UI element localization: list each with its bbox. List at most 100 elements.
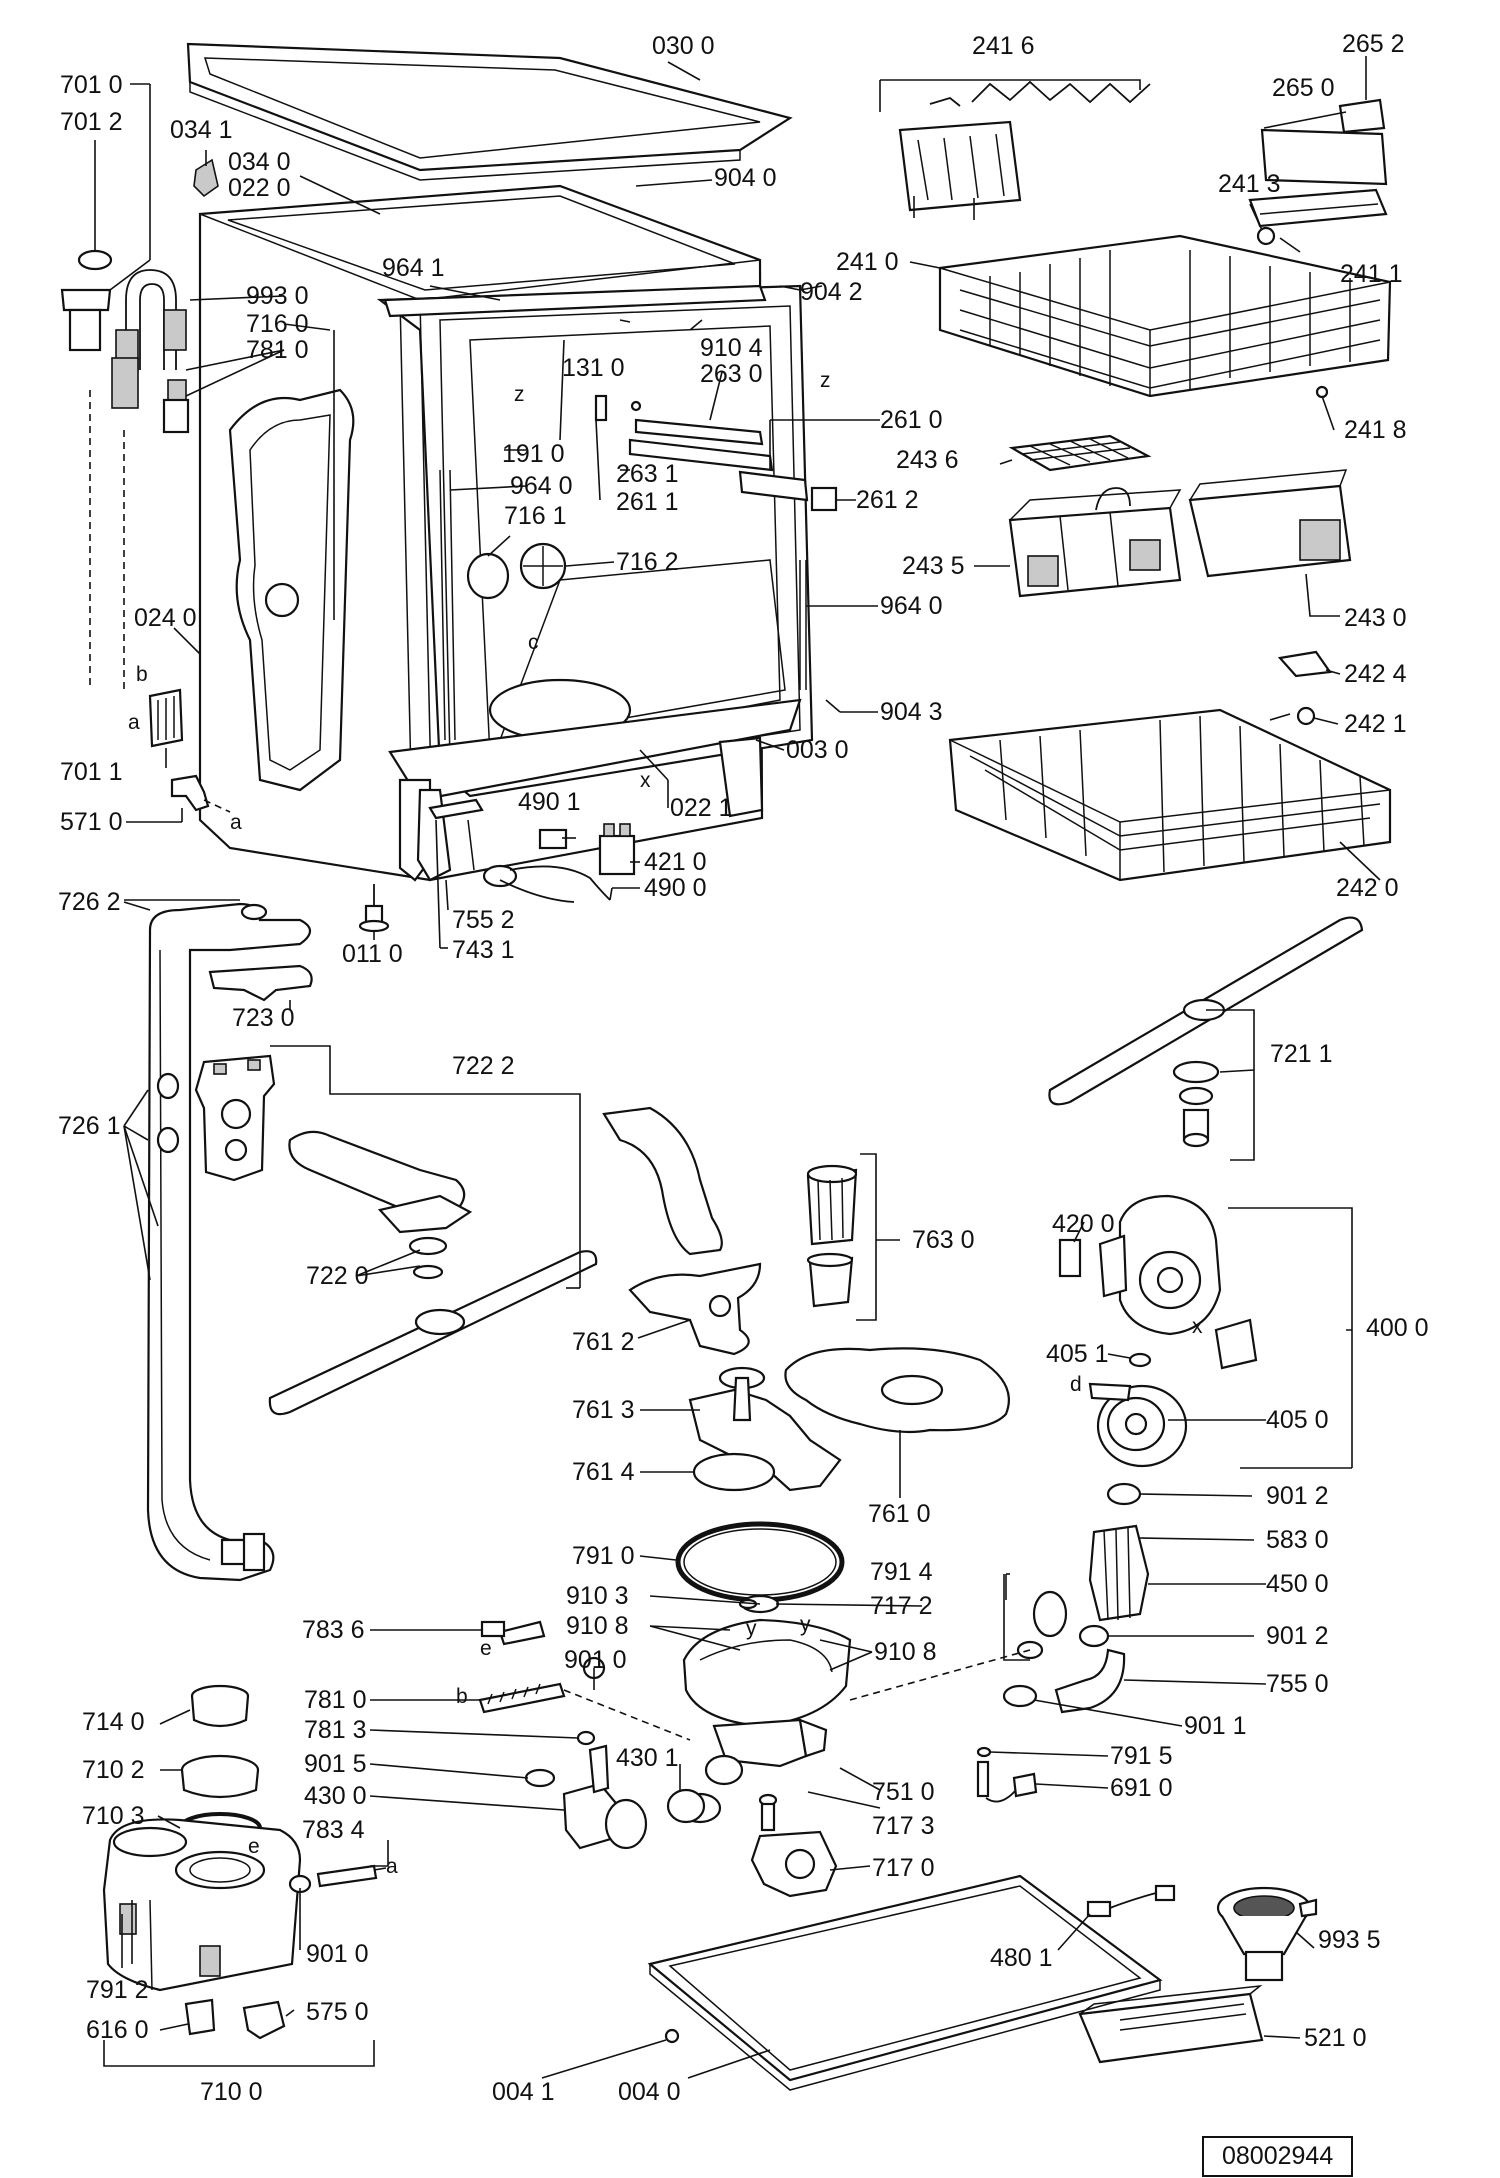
part-label: 710 2: [82, 1756, 145, 1784]
part-label: 722 2: [452, 1052, 515, 1080]
filter-part: [806, 1164, 858, 1308]
part-label: 241 6: [972, 32, 1035, 60]
cutlery-holder-part: [1188, 469, 1352, 578]
part-label: 716 1: [504, 502, 567, 530]
upper-spray-arm-part: [1048, 916, 1364, 1148]
part-label: 490 1: [518, 788, 581, 816]
part-label: 791 2: [86, 1976, 149, 2004]
part-label: 701 2: [60, 108, 123, 136]
part-label: 430 0: [304, 1782, 367, 1810]
part-label: 993 5: [1318, 1926, 1381, 1954]
part-label: 241 8: [1344, 416, 1407, 444]
connection-marker: z: [514, 383, 525, 406]
part-label: 003 0: [786, 736, 849, 764]
middle-spray-arm-part: [268, 1130, 598, 1416]
pump-seal-part: [666, 1788, 706, 1824]
part-label: 004 1: [492, 2078, 555, 2106]
circulation-pump-part: [1088, 1382, 1188, 1468]
part-label: 716 2: [616, 548, 679, 576]
leader-lines: [94, 56, 1381, 2079]
part-label: 717 0: [872, 1854, 935, 1882]
sump-cover-part: [688, 1347, 1010, 1492]
part-label: 910 8: [874, 1638, 937, 1666]
part-label: 791 4: [870, 1558, 933, 1586]
part-label: 761 3: [572, 1396, 635, 1424]
connection-marker: e: [480, 1637, 492, 1660]
water-softener-part: [102, 1818, 302, 1992]
base-tray-part: [647, 1874, 1163, 2091]
part-label: 243 0: [1344, 604, 1407, 632]
part-label: 261 0: [880, 406, 943, 434]
part-label: 755 0: [1266, 1670, 1329, 1698]
connection-marker: b: [136, 663, 148, 686]
valve-small-part: [170, 774, 231, 813]
motor-part: [1058, 1194, 1258, 1370]
drain-hose-part: [478, 1620, 691, 1746]
part-label: 405 0: [1266, 1406, 1329, 1434]
connection-marker: x: [1192, 1315, 1203, 1338]
control-panel-part: [1078, 1984, 1264, 2064]
part-label: 265 2: [1342, 30, 1405, 58]
part-label: 901 0: [564, 1646, 627, 1674]
connection-marker: y: [800, 1613, 811, 1636]
part-label: 521 0: [1304, 2024, 1367, 2052]
part-label: 716 0: [246, 310, 309, 338]
lower-basket-clips-part: [1269, 650, 1332, 726]
heater-tube-part: [1016, 1482, 1150, 1660]
hose-connector-part: [115, 269, 190, 434]
part-label: 242 0: [1336, 874, 1399, 902]
part-label: 450 0: [1266, 1570, 1329, 1598]
part-label: 405 1: [1046, 1340, 1109, 1368]
part-label: 722 0: [306, 1262, 369, 1290]
part-label: 480 1: [990, 1944, 1053, 1972]
wiring-part: [1086, 1884, 1176, 1918]
part-label: 261 1: [616, 488, 679, 516]
part-label: 011 0: [342, 940, 403, 968]
part-label: 241 1: [1340, 260, 1403, 288]
part-label: 964 0: [510, 472, 573, 500]
part-label: 241 0: [836, 248, 899, 276]
spray-arm-nozzle-part: [208, 964, 313, 1002]
spray-arm-holder-part: [194, 1054, 276, 1182]
inlet-valve-part: [60, 249, 139, 690]
part-label: 717 2: [870, 1592, 933, 1620]
part-label: 691 0: [1110, 1774, 1173, 1802]
part-label: 583 0: [1266, 1526, 1329, 1554]
water-inlet-part: [288, 1864, 387, 1894]
part-label: 743 1: [452, 936, 515, 964]
connection-marker: z: [820, 369, 831, 392]
part-label: 420 0: [1052, 1210, 1115, 1238]
screw-part: [664, 2028, 680, 2044]
cabinet-frame-part: [198, 184, 838, 882]
connection-marker: a: [128, 711, 140, 734]
part-label: 901 0: [306, 1940, 369, 1968]
part-label: 717 3: [872, 1812, 935, 1840]
connection-marker: b: [456, 1685, 468, 1708]
part-label: 751 0: [872, 1778, 935, 1806]
part-label: 901 2: [1266, 1482, 1329, 1510]
part-label: 901 5: [304, 1750, 367, 1778]
part-label: 763 0: [912, 1226, 975, 1254]
level-switch-part: [976, 1746, 1038, 1803]
part-label: 421 0: [644, 848, 707, 876]
part-label: 904 2: [800, 278, 863, 306]
part-label: 400 0: [1366, 1314, 1429, 1342]
part-label: 783 6: [302, 1616, 365, 1644]
part-label: 243 6: [896, 446, 959, 474]
upper-rail-part: [1248, 98, 1388, 228]
part-label: 714 0: [82, 1708, 145, 1736]
part-label: 131 0: [562, 354, 625, 382]
part-label: 430 1: [616, 1744, 679, 1772]
part-label: 241 3: [1218, 170, 1281, 198]
part-label: 263 1: [616, 460, 679, 488]
part-label: 791 5: [1110, 1742, 1173, 1770]
part-label: 261 2: [856, 486, 919, 514]
part-label: 030 0: [652, 32, 715, 60]
foot-screw-part: [358, 884, 390, 933]
part-label: 783 4: [302, 1816, 365, 1844]
part-label: 034 0: [228, 148, 291, 176]
connection-marker: c: [528, 631, 539, 654]
connection-marker: x: [640, 769, 651, 792]
